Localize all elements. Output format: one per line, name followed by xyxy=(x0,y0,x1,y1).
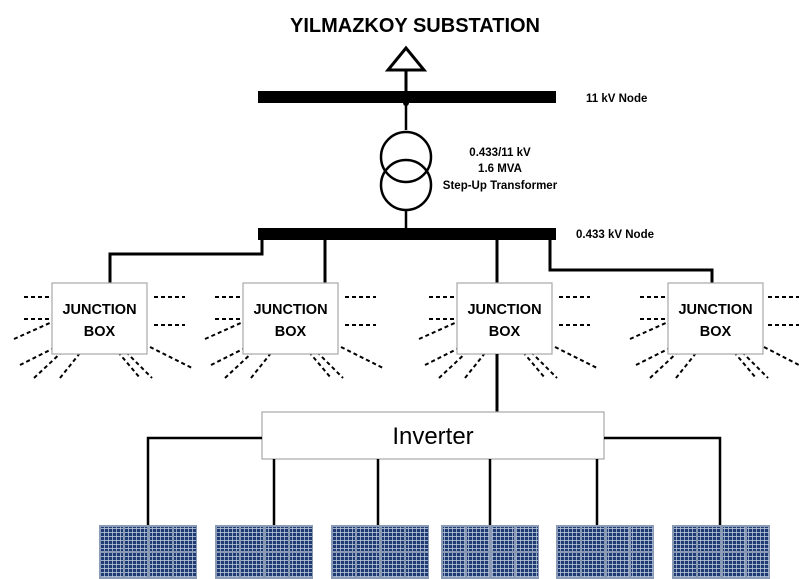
feeder-lines xyxy=(108,240,714,283)
junction-box-2-label-line1: JUNCTION xyxy=(253,302,327,318)
pv-panel-icon xyxy=(441,525,539,579)
pv-panel-icon xyxy=(215,525,313,579)
inverter-box xyxy=(261,411,605,460)
junction-box-1-label-line2: BOX xyxy=(84,324,116,340)
junction-box-3-label-line1: JUNCTION xyxy=(467,302,541,318)
pv-string-wiring xyxy=(146,436,722,527)
busbar-11kv xyxy=(258,91,556,103)
pv-panel-icon xyxy=(556,525,654,579)
transformer-ratio-label: 0.433/11 kV xyxy=(469,147,531,159)
pv-panel-array xyxy=(99,525,770,579)
junction-box-3-label-line2: BOX xyxy=(489,324,521,340)
pv-panel-icon xyxy=(672,525,770,579)
diagram-title: YILMAZKOY SUBSTATION xyxy=(290,15,540,37)
pv-panel-icon xyxy=(331,525,429,579)
junction-box-4-label-line1: JUNCTION xyxy=(678,302,752,318)
label-0433kv-node: 0.433 kV Node xyxy=(576,229,654,241)
feeder-jb1 xyxy=(108,240,264,283)
junction-box-2: JUNCTION BOX xyxy=(204,282,384,379)
junction-box-1: JUNCTION BOX xyxy=(13,282,193,379)
feeder-jb4 xyxy=(548,240,714,283)
step-up-transformer-icon xyxy=(379,103,433,230)
junction-box-2-label-line2: BOX xyxy=(275,324,307,340)
busbar-0433kv xyxy=(258,228,556,240)
transformer-type-label: Step-Up Transformer xyxy=(443,180,558,192)
inverter-label: Inverter xyxy=(392,423,473,450)
junction-box-4: JUNCTION BOX xyxy=(629,282,799,379)
junction-box-1-label-line1: JUNCTION xyxy=(62,302,136,318)
junction-box-3: JUNCTION BOX xyxy=(418,282,598,379)
label-11kv-node: 11 kV Node xyxy=(586,93,647,105)
pv-panel-icon xyxy=(99,525,197,579)
grid-connection-arrow-icon xyxy=(384,45,428,92)
junction-box-4-label-line2: BOX xyxy=(700,324,732,340)
transformer-rating-label: 1.6 MVA xyxy=(478,163,522,175)
